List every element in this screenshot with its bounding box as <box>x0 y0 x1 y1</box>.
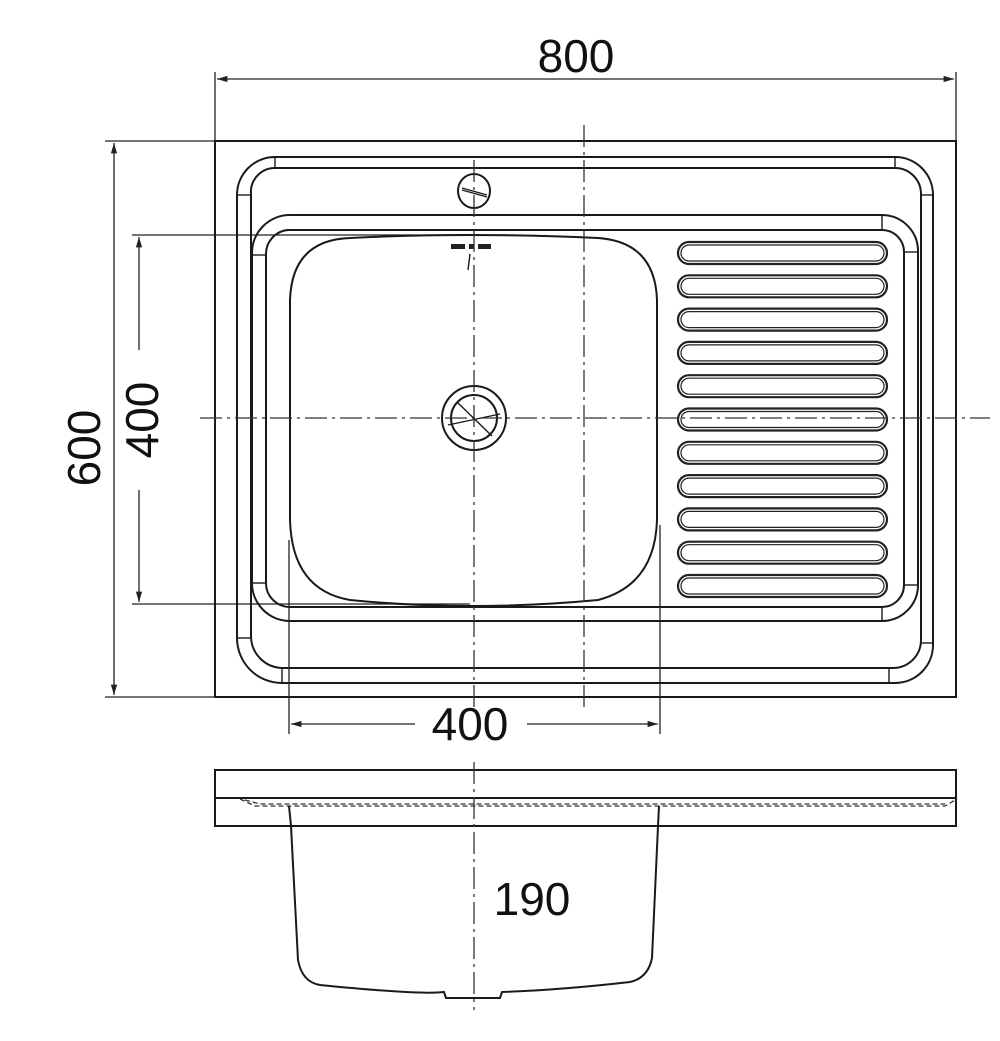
sink-bowl <box>289 234 658 607</box>
drainer-groove <box>676 340 889 365</box>
drainer-groove <box>676 407 889 432</box>
side-bowl-profile <box>288 805 660 999</box>
dimension-label-800: 800 <box>538 30 615 82</box>
side-view: 190 <box>214 762 958 1010</box>
overflow-slot <box>451 244 491 271</box>
drainer-grooves <box>676 240 889 599</box>
drainer-groove <box>676 474 889 499</box>
dimension-bowl-width: 400 <box>288 525 661 750</box>
sink-outline <box>214 140 957 698</box>
dimension-overall-width: 800 <box>214 30 957 140</box>
dimension-label-190: 190 <box>494 873 571 925</box>
dimension-label-600: 600 <box>58 410 110 487</box>
outer-rim <box>236 156 934 684</box>
drainer-groove <box>676 540 889 565</box>
drainer-groove <box>676 307 889 332</box>
drainer-groove <box>676 440 889 465</box>
dimension-label-400-width: 400 <box>432 698 509 750</box>
dimension-label-400-depth: 400 <box>116 382 168 459</box>
drainer-groove <box>676 374 889 399</box>
deck-profile <box>239 798 958 807</box>
dimension-overall-depth: 600 <box>58 140 215 698</box>
drainer-groove <box>676 240 889 266</box>
drainer-groove <box>676 507 889 532</box>
outer-rim-inner <box>249 166 922 669</box>
drainer-groove <box>676 573 889 599</box>
inner-deck-inner <box>264 229 905 608</box>
top-view: 800 600 400 <box>58 30 990 750</box>
drainer-groove <box>676 274 889 299</box>
